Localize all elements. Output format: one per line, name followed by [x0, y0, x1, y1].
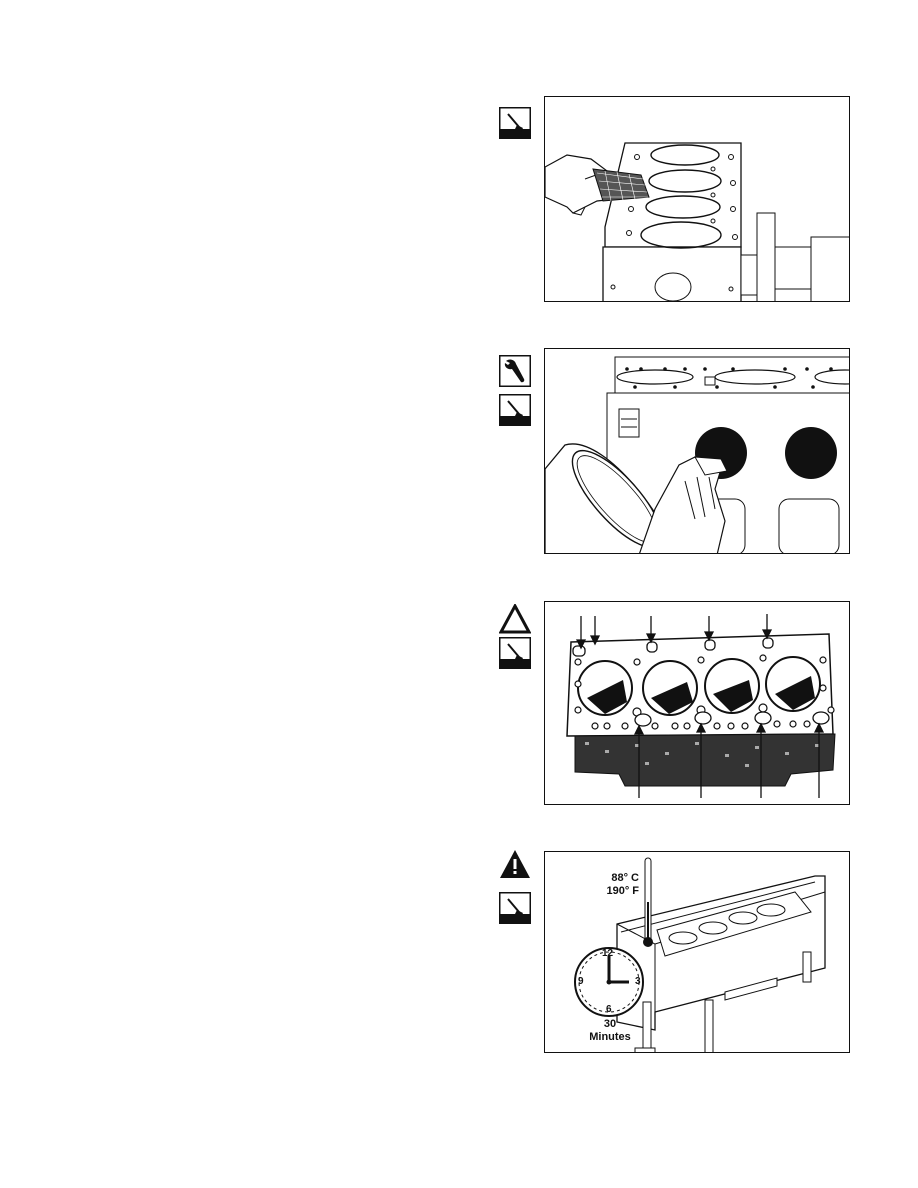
temperature-fahrenheit: 190° F: [606, 885, 639, 897]
figure-4-hot-tank: 88° C 190° F 12 3 6 9 30 Minutes: [544, 851, 850, 1053]
time-label: 30 Minutes: [575, 1018, 645, 1044]
temperature-celsius: 88° C: [611, 872, 639, 884]
clean-icon: [499, 394, 531, 426]
figure-1-cylinder-block-cleaning: [544, 96, 850, 302]
time-value: 30: [603, 1018, 617, 1030]
time-unit: Minutes: [589, 1031, 631, 1043]
temperature-label: 88° C 190° F: [573, 872, 639, 898]
clock-number-6: 6: [606, 1004, 612, 1015]
figure-3-coolant-passages: [544, 601, 850, 805]
clean-icon: [499, 892, 531, 924]
clean-icon: [499, 107, 531, 139]
caution-triangle-icon: [499, 604, 531, 636]
clock-number-9: 9: [578, 976, 584, 987]
clean-icon: [499, 637, 531, 669]
wrench-icon: [499, 355, 531, 387]
clock-number-3: 3: [635, 976, 641, 987]
clock-number-12: 12: [602, 948, 614, 959]
figure-2-bore-wiping: [544, 348, 850, 554]
warning-triangle-icon: [499, 849, 531, 881]
